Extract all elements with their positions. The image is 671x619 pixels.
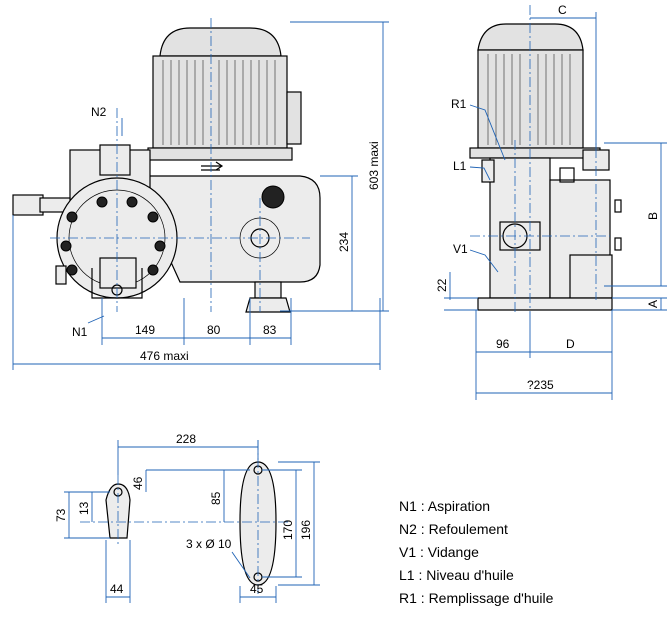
dim-45: 45	[250, 582, 264, 596]
legend-item: N1 : Aspiration	[399, 498, 490, 514]
front-view	[12, 27, 321, 313]
rear-foot	[239, 461, 277, 586]
dim-73: 73	[54, 508, 68, 522]
legend-item: N2 : Refoulement	[399, 521, 508, 537]
legend-item: R1 : Remplissage d'huile	[399, 590, 554, 606]
dim-228: 228	[176, 432, 196, 446]
dim-603: 603 maxi	[367, 141, 381, 190]
dim-83: 83	[263, 323, 277, 337]
front-motor	[147, 27, 302, 161]
dim-149: 149	[135, 323, 155, 337]
dim-22: 22	[435, 278, 449, 292]
dim-235: ?235	[527, 378, 554, 392]
legend-item: V1 : Vidange	[399, 544, 479, 560]
dim-b: B	[646, 212, 660, 220]
pump-head	[12, 144, 178, 299]
label-l1: L1	[453, 159, 467, 173]
base-dimension-lines	[64, 440, 320, 603]
dim-96: 96	[496, 337, 510, 351]
dim-170: 170	[281, 520, 295, 540]
dim-80: 80	[207, 323, 221, 337]
dim-476: 476 maxi	[140, 349, 189, 363]
label-n1: N1	[72, 325, 88, 339]
legend-item: L1 : Niveau d'huile	[399, 567, 514, 583]
side-view	[469, 23, 622, 311]
dim-holes: 3 x Ø 10	[186, 537, 232, 551]
label-c: C	[558, 3, 567, 17]
dim-44: 44	[110, 582, 124, 596]
legend: N1 : Aspiration N2 : Refoulement V1 : Vi…	[399, 498, 554, 606]
side-dimension-lines	[444, 12, 667, 400]
label-n2: N2	[91, 105, 107, 119]
front-dimension-lines	[12, 21, 389, 370]
dim-196: 196	[299, 520, 313, 540]
label-r1: R1	[451, 97, 467, 111]
side-motor	[477, 23, 584, 51]
dim-234: 234	[337, 232, 351, 252]
base-view	[80, 440, 290, 595]
label-v1: V1	[453, 242, 468, 256]
dim-46: 46	[131, 476, 145, 490]
dim-a: A	[646, 300, 660, 308]
dim-85: 85	[209, 491, 223, 505]
dim-13: 13	[77, 501, 91, 515]
dim-d: D	[566, 337, 575, 351]
front-vent-knob	[261, 185, 285, 209]
